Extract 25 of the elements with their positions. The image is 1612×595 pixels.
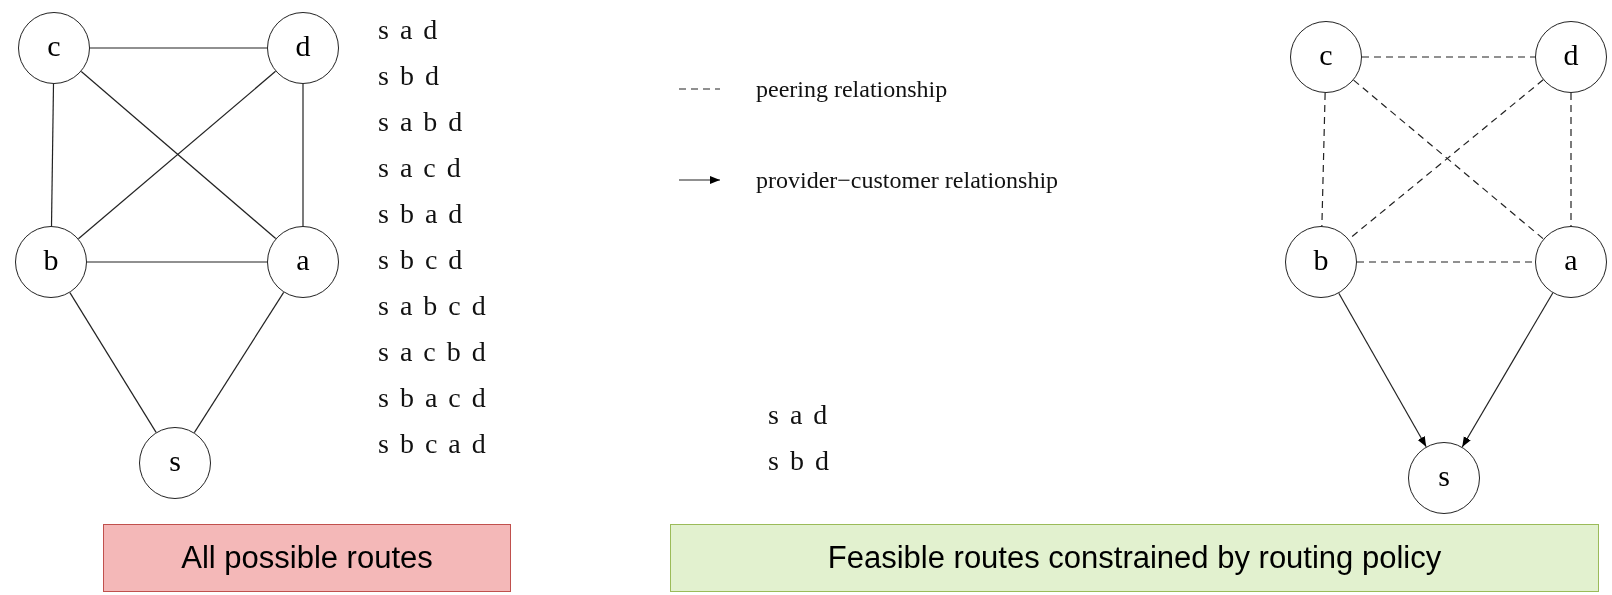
- arrow: [1338, 292, 1427, 448]
- route-text: s a d: [768, 398, 830, 432]
- route-text: s b d: [378, 59, 441, 93]
- connector-line: [89, 47, 268, 49]
- connector-line: [302, 83, 304, 227]
- route-text: s b c d: [378, 243, 465, 277]
- connector-line: [50, 83, 55, 227]
- route-text: s a d: [378, 13, 440, 47]
- legend-text: peering relationship: [756, 75, 948, 104]
- route-text: s a c d: [378, 151, 463, 185]
- connector-line: [193, 291, 285, 434]
- route-text: s a b c d: [378, 289, 488, 323]
- route-text: s b a d: [378, 197, 465, 231]
- route-text: s b c a d: [378, 427, 488, 461]
- route-text: s a b d: [378, 105, 465, 139]
- route-text: s b d: [768, 444, 831, 478]
- connector-line: [1361, 56, 1536, 58]
- caption-box: All possible routes: [103, 524, 511, 592]
- route-text: s a c b d: [378, 335, 488, 369]
- legend-text: provider−customer relationship: [756, 166, 1059, 195]
- connector-line: [86, 261, 268, 263]
- route-text: s b a c d: [378, 381, 488, 415]
- arrow: [1461, 292, 1554, 448]
- caption-box: Feasible routes constrained by routing policy: [670, 524, 1599, 592]
- connector-line: [69, 292, 157, 433]
